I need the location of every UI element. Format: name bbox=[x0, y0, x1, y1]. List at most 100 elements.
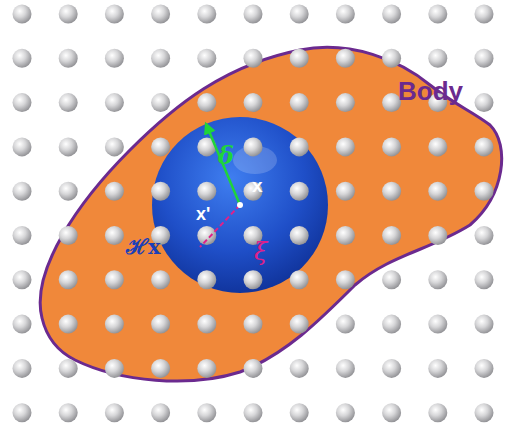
bond-label: ξ bbox=[254, 240, 267, 264]
lattice-point bbox=[382, 182, 401, 201]
lattice-point bbox=[336, 5, 355, 24]
lattice-point bbox=[13, 270, 32, 289]
lattice-point bbox=[336, 359, 355, 378]
lattice-point bbox=[244, 403, 263, 422]
lattice-point bbox=[428, 359, 447, 378]
lattice-point bbox=[475, 270, 494, 289]
horizon-label: ℋx bbox=[126, 236, 161, 257]
body-label: Body bbox=[398, 78, 463, 104]
lattice-point bbox=[336, 315, 355, 334]
lattice-point bbox=[151, 270, 170, 289]
lattice-point bbox=[382, 49, 401, 68]
lattice-point bbox=[197, 49, 216, 68]
lattice-point bbox=[475, 315, 494, 334]
lattice-point bbox=[382, 359, 401, 378]
lattice-point bbox=[336, 137, 355, 156]
lattice-point bbox=[290, 270, 309, 289]
horizon-radius-label: δ bbox=[218, 144, 234, 168]
lattice-point bbox=[105, 137, 124, 156]
lattice-point bbox=[290, 182, 309, 201]
lattice-point bbox=[59, 93, 78, 112]
lattice-point bbox=[382, 5, 401, 24]
lattice-point bbox=[197, 182, 216, 201]
lattice-point bbox=[105, 49, 124, 68]
lattice-point bbox=[13, 359, 32, 378]
lattice-point bbox=[151, 49, 170, 68]
lattice-point bbox=[336, 49, 355, 68]
lattice-point bbox=[59, 403, 78, 422]
lattice-point bbox=[475, 93, 494, 112]
lattice-point bbox=[13, 315, 32, 334]
lattice-point bbox=[105, 182, 124, 201]
lattice-point bbox=[151, 5, 170, 24]
lattice-point bbox=[336, 182, 355, 201]
lattice-point bbox=[428, 5, 447, 24]
lattice-point bbox=[151, 359, 170, 378]
lattice-point bbox=[336, 226, 355, 245]
body-region bbox=[40, 47, 502, 381]
lattice-point bbox=[382, 315, 401, 334]
lattice-point bbox=[13, 5, 32, 24]
neighbor-point-label: x' bbox=[196, 205, 210, 223]
lattice-point bbox=[59, 270, 78, 289]
lattice-point bbox=[105, 315, 124, 334]
lattice-point bbox=[13, 182, 32, 201]
lattice-point bbox=[428, 403, 447, 422]
lattice-point bbox=[428, 270, 447, 289]
lattice-point bbox=[13, 403, 32, 422]
lattice-point bbox=[105, 270, 124, 289]
lattice-point bbox=[475, 49, 494, 68]
lattice-point bbox=[13, 93, 32, 112]
lattice-point bbox=[244, 270, 263, 289]
lattice-point bbox=[59, 315, 78, 334]
lattice-point bbox=[105, 93, 124, 112]
lattice-point bbox=[428, 182, 447, 201]
lattice-point bbox=[151, 137, 170, 156]
lattice-point bbox=[428, 137, 447, 156]
lattice-point bbox=[59, 5, 78, 24]
lattice-point bbox=[475, 403, 494, 422]
lattice-point bbox=[59, 226, 78, 245]
lattice-point bbox=[428, 49, 447, 68]
lattice-point bbox=[290, 49, 309, 68]
lattice-point bbox=[105, 403, 124, 422]
lattice-point bbox=[105, 5, 124, 24]
lattice-point bbox=[336, 403, 355, 422]
lattice-point bbox=[382, 270, 401, 289]
point-label: x bbox=[252, 176, 263, 195]
lattice-point bbox=[475, 5, 494, 24]
lattice-point bbox=[290, 226, 309, 245]
lattice-point bbox=[59, 182, 78, 201]
lattice-point bbox=[244, 359, 263, 378]
lattice-point bbox=[290, 403, 309, 422]
horizon-sphere bbox=[152, 117, 328, 293]
lattice-point bbox=[290, 5, 309, 24]
lattice-point bbox=[151, 93, 170, 112]
lattice-point bbox=[13, 137, 32, 156]
lattice-point bbox=[105, 226, 124, 245]
lattice-point bbox=[244, 49, 263, 68]
lattice-point bbox=[105, 359, 124, 378]
lattice-point bbox=[197, 5, 216, 24]
lattice-point bbox=[428, 226, 447, 245]
lattice-point bbox=[151, 403, 170, 422]
lattice-point bbox=[13, 49, 32, 68]
lattice-point bbox=[59, 137, 78, 156]
lattice-point bbox=[382, 137, 401, 156]
lattice-point bbox=[475, 359, 494, 378]
lattice-point bbox=[290, 315, 309, 334]
lattice-point bbox=[336, 93, 355, 112]
lattice-point bbox=[197, 270, 216, 289]
lattice-point bbox=[151, 182, 170, 201]
lattice-point bbox=[151, 315, 170, 334]
lattice-point bbox=[59, 49, 78, 68]
lattice-point bbox=[13, 226, 32, 245]
lattice-point bbox=[475, 226, 494, 245]
lattice-point bbox=[244, 93, 263, 112]
horizon-radius-arrow bbox=[206, 124, 240, 205]
lattice-point bbox=[197, 315, 216, 334]
lattice-point bbox=[475, 137, 494, 156]
lattice-point bbox=[428, 315, 447, 334]
